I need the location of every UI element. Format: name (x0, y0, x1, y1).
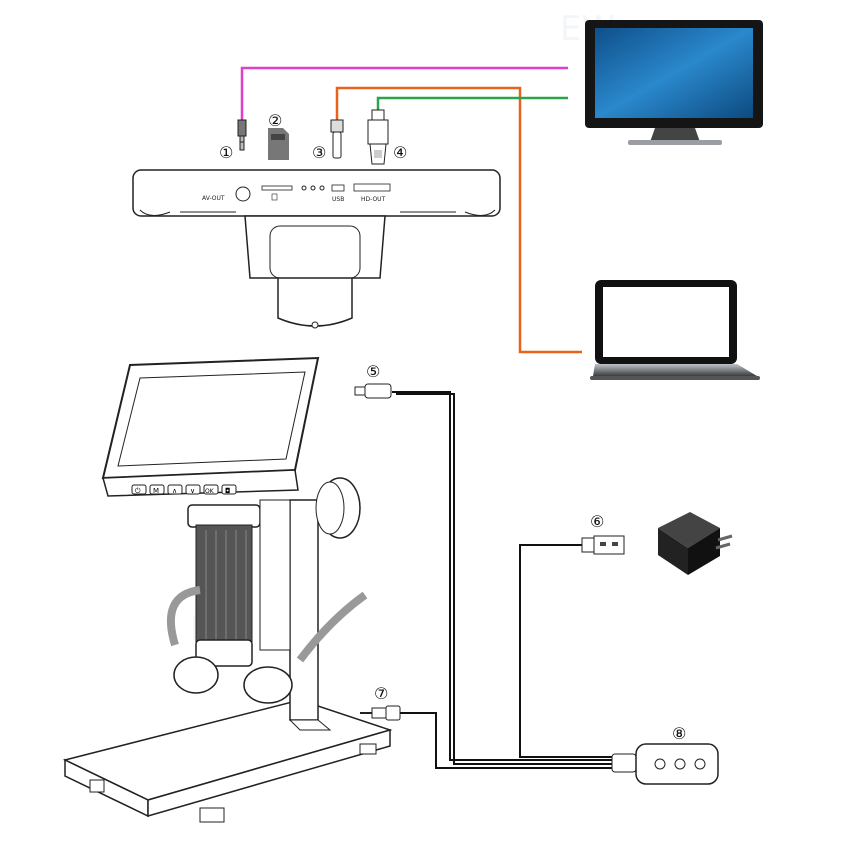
callout-3: ③ (312, 143, 326, 162)
digital-microscope: ⏻ M ∧ ∨ OK ◘ (62, 356, 393, 823)
callout-4: ④ (393, 143, 407, 162)
usb-plug-icon (330, 119, 344, 159)
sd-card-icon (268, 128, 289, 160)
hdmi-cable (376, 96, 568, 112)
btn-camera: ◘ (225, 487, 231, 495)
usb-a-plug-icon (581, 535, 625, 555)
control-buttons: ⏻ M ∧ ∨ OK ◘ (131, 484, 237, 495)
callout-7: ⑦ (374, 684, 388, 703)
dc-plug-icon (360, 705, 401, 721)
av-plug-icon (237, 119, 247, 151)
device-bottom-view: AV-OUT USB HD-OUT (132, 169, 501, 329)
monitor-icon (585, 20, 763, 145)
usb-cable (335, 86, 582, 354)
port-label-av-out: AV-OUT (202, 195, 225, 202)
laptop-icon (590, 280, 760, 380)
port-label-hd-out: HD-OUT (361, 196, 386, 203)
av-cable (240, 66, 568, 122)
black-cables (392, 391, 615, 769)
callout-1: ① (219, 143, 233, 162)
power-adapter-icon (658, 512, 733, 575)
btn-ok: OK (205, 488, 215, 495)
port-label-usb: USB (332, 196, 344, 203)
micro-usb-plug-icon (354, 383, 392, 399)
callout-2: ② (268, 111, 282, 130)
cable-control-hub (611, 743, 719, 785)
callout-8: ⑧ (672, 724, 686, 743)
btn-m: M (153, 487, 159, 495)
callout-5: ⑤ (366, 362, 380, 381)
btn-up: ∧ (172, 487, 177, 495)
hdmi-plug-icon (367, 109, 389, 165)
btn-down: ∨ (190, 487, 195, 495)
callout-6: ⑥ (590, 512, 604, 531)
btn-power: ⏻ (135, 487, 141, 495)
